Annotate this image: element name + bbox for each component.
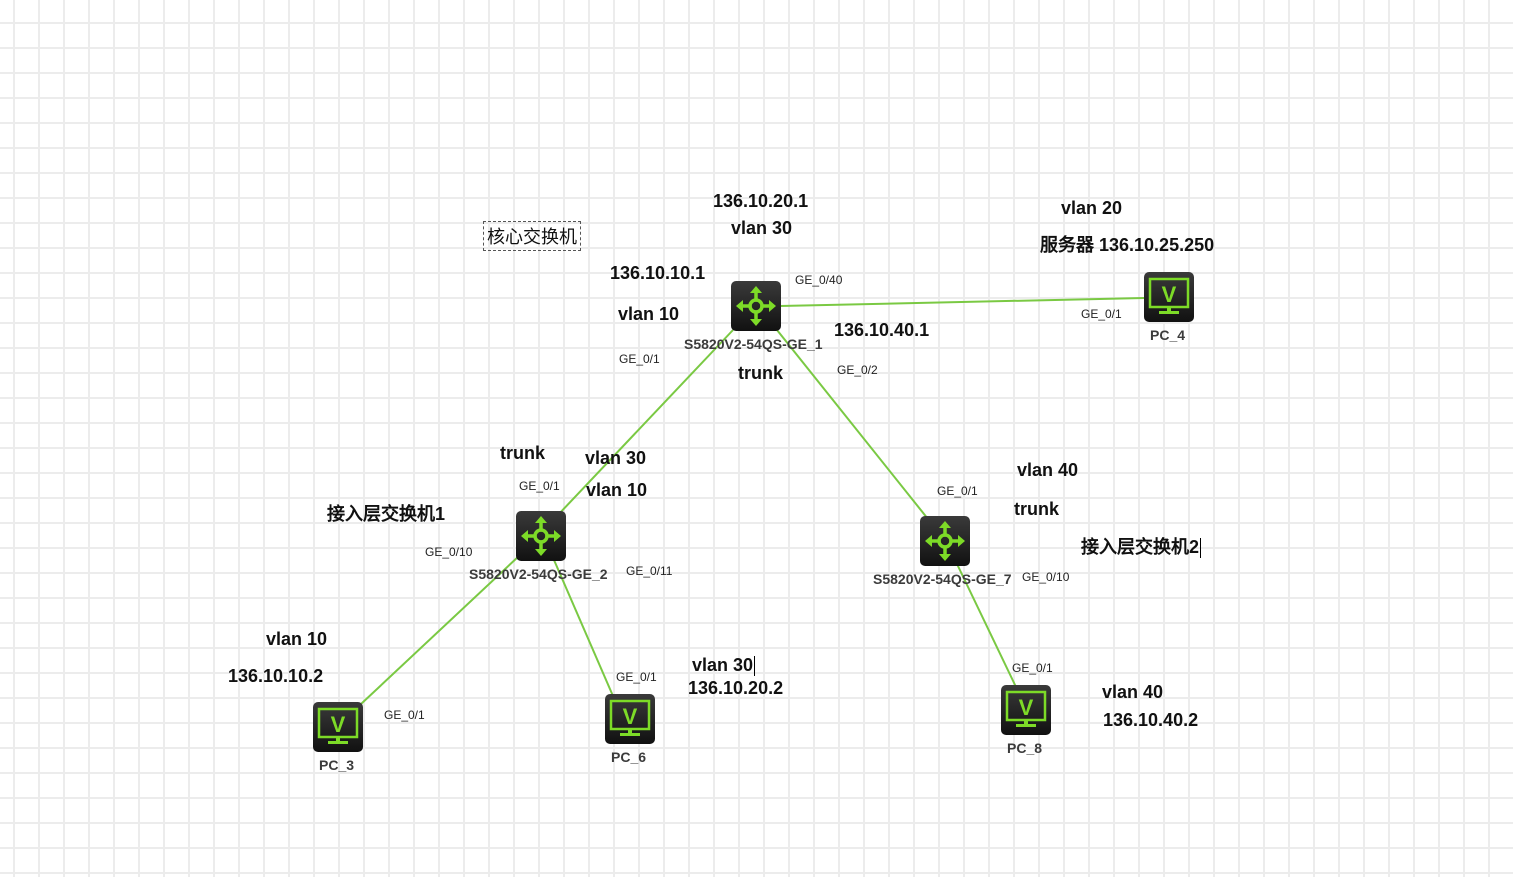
pc8-ip-text: 136.10.40.2	[1103, 710, 1199, 730]
link-core-access1[interactable]	[556, 329, 734, 517]
pc8-node[interactable]: V	[1001, 685, 1051, 735]
port-label-pc8-ge0-1: GE_0/1	[1012, 661, 1053, 675]
access2-switch-label: S5820V2-54QS-GE_7	[873, 571, 1012, 587]
pc6-vlan-text[interactable]: vlan 30	[692, 655, 756, 677]
acc2-vlan-40-text: vlan 40	[1017, 460, 1079, 480]
port-label-access1-ge0-10: GE_0/10	[425, 545, 473, 559]
server-vlan-text: vlan 20	[1061, 198, 1123, 218]
access1-switch-node[interactable]	[516, 511, 566, 561]
acc1-title-text: 接入层交换机1	[327, 504, 446, 524]
port-label-pc6-ge0-1: GE_0/1	[616, 670, 657, 684]
link-access2-pc8[interactable]	[956, 563, 1017, 688]
router-switch-icon	[736, 286, 776, 326]
link-access1-pc3[interactable]	[360, 555, 520, 705]
core-vlan-30-text: vlan 30	[731, 218, 793, 238]
pc4-node[interactable]: V	[1144, 272, 1194, 322]
router-switch-icon	[925, 521, 965, 561]
core-trunk-text: trunk	[738, 363, 783, 383]
svg-text:V: V	[1019, 695, 1034, 720]
port-label-access2-ge0-1: GE_0/1	[937, 484, 978, 498]
port-label-core-ge0-1: GE_0/1	[619, 352, 660, 366]
core-ip-40-text: 136.10.40.1	[834, 320, 930, 340]
pc8-vlan-text: vlan 40	[1102, 682, 1164, 702]
pc3-node[interactable]: V	[313, 702, 363, 752]
svg-text:V: V	[623, 704, 638, 729]
acc2-trunk-text: trunk	[1014, 499, 1059, 519]
acc1-vlan-10-text: vlan 10	[586, 480, 648, 500]
core-switch-label: S5820V2-54QS-GE_1	[684, 336, 823, 352]
port-label-access1-ge0-11: GE_0/11	[626, 564, 673, 578]
core-title-text: 核心交换机	[483, 221, 581, 251]
pc6-node[interactable]: V	[605, 694, 655, 744]
pc-monitor-icon: V	[1148, 277, 1190, 314]
port-label-pc3-ge0-1: GE_0/1	[384, 708, 425, 722]
access1-switch-label: S5820V2-54QS-GE_2	[469, 566, 608, 582]
port-label-access1-ge0-1: GE_0/1	[519, 479, 560, 493]
port-label-core-ge0-2: GE_0/2	[837, 363, 878, 377]
pc8-label: PC_8	[1007, 740, 1043, 756]
acc1-trunk-text: trunk	[500, 443, 545, 463]
pc6-vlan-value: vlan 30	[692, 655, 754, 675]
core-ip-20-text: 136.10.20.1	[713, 191, 809, 211]
link-access1-pc6[interactable]	[553, 559, 614, 697]
pc-monitor-icon: V	[317, 707, 359, 744]
link-core-pc4[interactable]	[779, 297, 1146, 307]
pc-monitor-icon: V	[609, 699, 651, 736]
pc4-label: PC_4	[1150, 327, 1186, 343]
access2-switch-node[interactable]	[920, 516, 970, 566]
pc3-vlan-text: vlan 10	[266, 629, 328, 649]
core-ip-10-text: 136.10.10.1	[610, 263, 706, 283]
server-label-text: 服务器 136.10.25.250	[1040, 235, 1215, 255]
pc6-ip-text: 136.10.20.2	[688, 678, 784, 698]
pc3-label: PC_3	[319, 757, 355, 773]
pc3-ip-text: 136.10.10.2	[228, 666, 324, 686]
link-core-access2[interactable]	[776, 329, 929, 520]
svg-text:V: V	[331, 712, 346, 737]
core-vlan-10-text: vlan 10	[618, 304, 680, 324]
acc1-vlan-30-text: vlan 30	[585, 448, 647, 468]
text-cursor	[754, 656, 756, 677]
core-switch-node[interactable]	[731, 281, 781, 331]
acc2-title-value: 接入层交换机2	[1081, 537, 1200, 557]
svg-text:V: V	[1162, 282, 1177, 307]
port-label-core-ge0-40: GE_0/40	[795, 273, 843, 287]
text-cursor	[1200, 538, 1202, 559]
pc-monitor-icon: V	[1005, 690, 1047, 727]
port-label-access2-ge0-10: GE_0/10	[1022, 570, 1070, 584]
acc2-title-text[interactable]: 接入层交换机2	[1081, 533, 1202, 559]
router-switch-icon	[521, 516, 561, 556]
port-label-pc4-ge0-1: GE_0/1	[1081, 307, 1122, 321]
pc6-label: PC_6	[611, 749, 647, 765]
